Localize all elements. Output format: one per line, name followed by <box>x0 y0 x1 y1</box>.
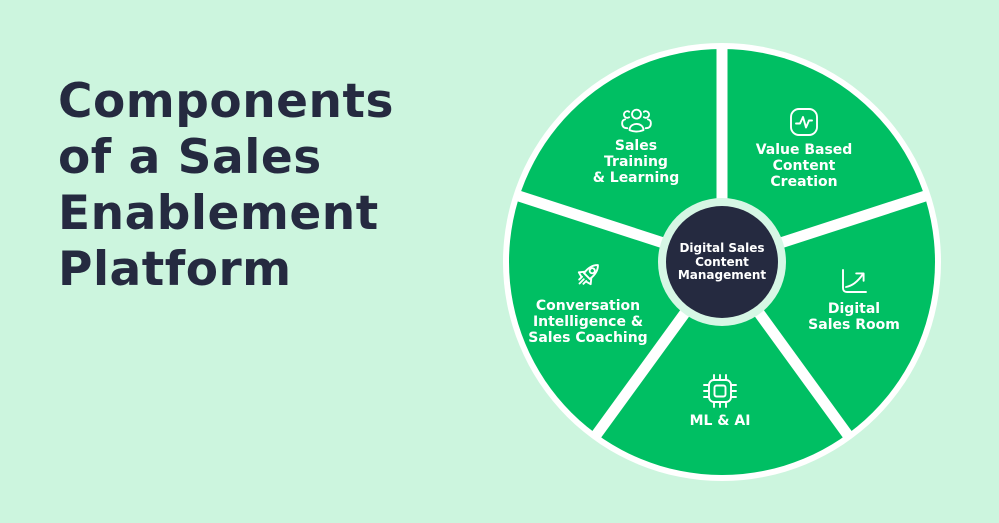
title-line: Enablement <box>58 186 379 241</box>
chip-icon <box>703 374 737 408</box>
hub-circle <box>666 206 778 318</box>
segment-label: Conversation Intelligence & Sales Coachi… <box>528 298 648 346</box>
segment-label: Value Based Content Creation <box>755 142 853 190</box>
trend-up-icon <box>839 266 869 296</box>
segment-ml-ai: ML & AI <box>640 374 800 429</box>
title-line: Components <box>58 74 394 129</box>
segment-sales-training: Sales Training & Learning <box>556 105 716 186</box>
segment-conversation-intelligence: Conversation Intelligence & Sales Coachi… <box>508 257 668 346</box>
users-icon <box>620 105 653 133</box>
wheel-pie <box>503 43 941 481</box>
segment-label: Sales Training & Learning <box>592 138 680 186</box>
segment-label: Digital Sales Room <box>808 301 900 333</box>
segment-digital-sales-room: Digital Sales Room <box>774 266 934 333</box>
title-line: Platform <box>58 242 292 297</box>
hub-label: Digital Sales Content Management <box>677 240 767 282</box>
segment-value-based-content-creation: Value Based Content Creation <box>724 107 884 190</box>
rocket-icon <box>570 257 606 293</box>
title-line: of a Sales <box>58 130 322 185</box>
segment-label: ML & AI <box>689 413 751 429</box>
components-wheel: Sales Training & Learning Value Based Co… <box>503 43 941 481</box>
page-title: Components of a Sales Enablement Platfor… <box>58 74 394 298</box>
activity-icon <box>789 107 819 137</box>
